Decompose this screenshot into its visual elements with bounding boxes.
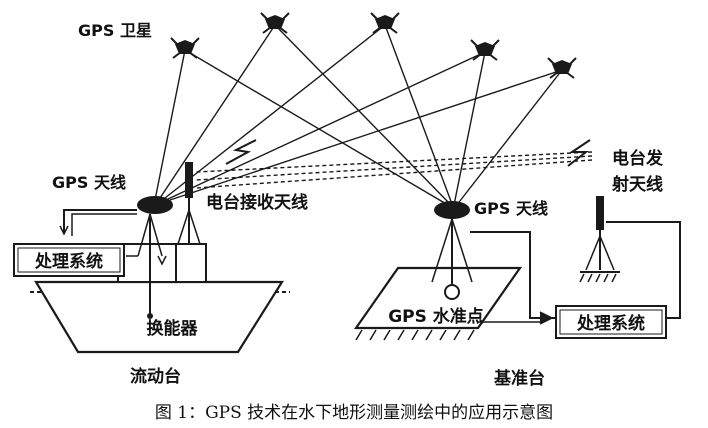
benchmark-ground <box>353 266 523 330</box>
satellite-icon <box>260 12 290 34</box>
base-gps-antenna-icon <box>434 201 470 219</box>
rover-station-label: 流动台 <box>130 366 181 387</box>
radio-receive-antenna-icon <box>185 162 193 198</box>
gps-benchmark-label: GPS 水准点 <box>388 306 484 327</box>
boat-cabin <box>175 243 207 283</box>
lightning-icon <box>567 139 591 167</box>
radio-transmit-antenna-label-line1: 电台发 <box>612 148 664 169</box>
base-gps-antenna-label: GPS 天线 <box>474 199 548 218</box>
satellites <box>170 12 577 79</box>
gps-satellite-label: GPS 卫星 <box>78 21 152 40</box>
rover-station: ▽ ▽ 处理系统 换能器 <box>13 162 290 354</box>
satellite-icon <box>547 57 577 79</box>
radio-receive-antenna-label: 电台接收天线 <box>206 192 308 213</box>
figure-caption: 图 1：GPS 技术在水下地形测量测绘中的应用示意图 <box>155 403 553 423</box>
radio-transmit-antenna-icon <box>596 196 604 230</box>
base-station: GPS 水准点 处理系统 <box>353 196 681 341</box>
benchmark-marker <box>444 284 460 300</box>
base-processing-box <box>555 305 667 339</box>
base-processing-label: 处理系统 <box>576 313 645 334</box>
rover-processing-label: 处理系统 <box>34 251 103 272</box>
rover-gps-antenna-label: GPS 天线 <box>52 173 126 192</box>
radio-transmit-antenna-label-line2: 射天线 <box>611 174 663 195</box>
rover-processing-box <box>13 243 125 277</box>
satellite-icon <box>370 12 400 34</box>
base-signal-lines <box>184 24 563 207</box>
rover-signal-lines <box>154 24 563 201</box>
transducer-label: 换能器 <box>147 318 199 339</box>
radio-link <box>195 139 593 189</box>
satellite-icon <box>470 39 500 61</box>
boat-hull <box>34 280 284 354</box>
base-station-label: 基准台 <box>493 368 545 389</box>
rover-gps-antenna-icon <box>137 196 173 214</box>
